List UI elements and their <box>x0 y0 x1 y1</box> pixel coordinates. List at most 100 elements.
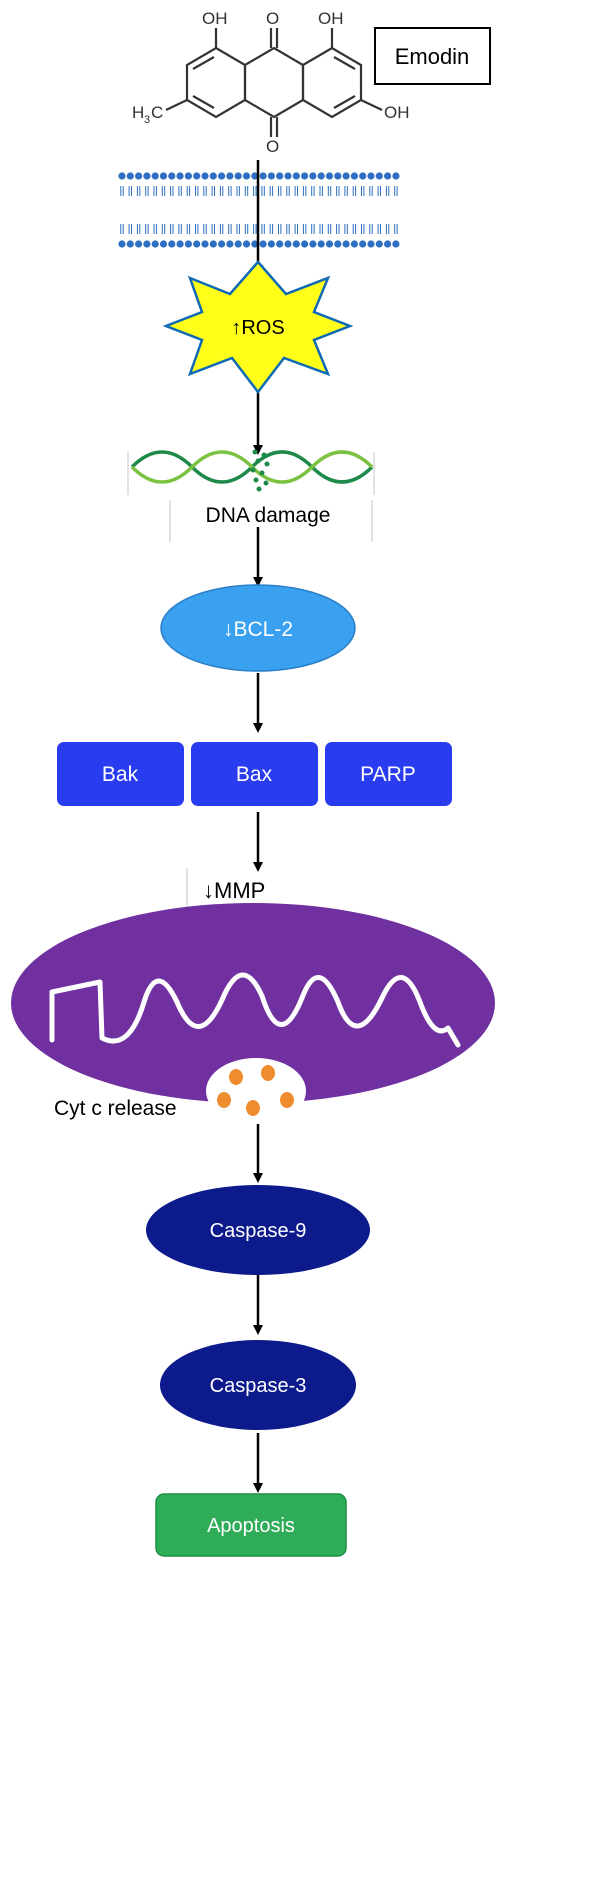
parp-label: PARP <box>360 763 416 786</box>
lipid-bilayer-membrane <box>118 172 400 248</box>
lipid-head <box>309 240 317 248</box>
lipid-tail <box>344 186 348 196</box>
lipid-head <box>375 240 383 248</box>
lipid-head <box>317 240 325 248</box>
lipid-head <box>201 240 209 248</box>
lipid-head <box>251 240 259 248</box>
lipid-head <box>342 240 350 248</box>
lipid-tail <box>294 186 298 196</box>
emodin-label-box <box>374 27 491 85</box>
lipid-tail <box>319 186 323 196</box>
lipid-head <box>284 240 292 248</box>
lipid-head <box>301 172 309 180</box>
lipid-tail <box>186 186 191 196</box>
lipid-tail <box>394 224 398 234</box>
lipid-tail <box>278 224 282 234</box>
lipid-head <box>392 240 400 248</box>
lipid-tail <box>344 224 348 234</box>
ros-label: ↑ROS <box>231 317 284 339</box>
lipid-tail <box>253 224 257 234</box>
lipid-tail <box>228 224 232 234</box>
ketone-label-bottom: O <box>266 137 279 156</box>
lipid-head <box>350 172 358 180</box>
lipid-head <box>226 172 234 180</box>
lipid-tail <box>236 186 240 196</box>
lipid-head <box>184 240 192 248</box>
lipid-tail <box>311 224 315 234</box>
lipid-head <box>284 172 292 180</box>
lipid-tail <box>211 224 215 234</box>
lipid-head <box>375 172 383 180</box>
caspase3-label: Caspase-3 <box>210 1375 307 1397</box>
lipid-tail <box>269 224 274 234</box>
lipid-tail <box>195 186 199 196</box>
lipid-tail <box>278 186 282 196</box>
lipid-tail <box>178 186 182 196</box>
oh-label-left: OH <box>202 9 228 28</box>
lipid-head <box>184 172 192 180</box>
lipid-tail <box>170 224 174 234</box>
lipid-head <box>367 172 375 180</box>
apoptosis-label: Apoptosis <box>207 1515 295 1537</box>
ros-burst <box>162 260 354 395</box>
lipid-tail <box>145 186 149 196</box>
lipid-head <box>267 240 275 248</box>
mitochondrion-cristae <box>49 972 461 1048</box>
lipid-head <box>168 240 176 248</box>
lipid-tail <box>269 186 274 196</box>
methyl-label-sub: 3 <box>144 114 150 126</box>
oh-label-ring: OH <box>384 103 410 122</box>
lipid-tail <box>195 224 199 234</box>
cytc-dots <box>217 1065 294 1116</box>
lipid-tail <box>244 186 249 196</box>
lipid-head <box>209 172 217 180</box>
lipid-tail <box>261 186 265 196</box>
lipid-head <box>251 172 259 180</box>
lipid-head <box>151 240 159 248</box>
lipid-tail <box>352 224 357 234</box>
lipid-head <box>301 240 309 248</box>
lipid-head <box>276 172 284 180</box>
lipid-tail <box>244 224 249 234</box>
methyl-label-h: H <box>132 103 144 122</box>
lipid-tail <box>186 224 191 234</box>
bak-label: Bak <box>102 763 139 786</box>
lipid-head <box>317 172 325 180</box>
bcl2-label: ↓BCL-2 <box>223 618 293 641</box>
lipid-tail <box>294 224 298 234</box>
lipid-tail <box>261 224 265 234</box>
dna-damage-panel: DNA damage <box>127 449 375 542</box>
lipid-head <box>176 172 184 180</box>
lipid-tail <box>203 224 207 234</box>
lipid-tail <box>219 224 224 234</box>
oh-label-right: OH <box>318 9 344 28</box>
lipid-head <box>292 240 300 248</box>
dna-break-dots <box>250 449 270 492</box>
lipid-head <box>159 172 168 180</box>
lipid-head <box>218 172 226 180</box>
lipid-head <box>143 172 151 180</box>
lipid-head <box>226 240 234 248</box>
lipid-head <box>359 172 367 180</box>
lipid-head <box>234 172 242 180</box>
lipid-head <box>118 172 126 180</box>
lipid-head <box>350 240 358 248</box>
lipid-tail <box>336 186 340 196</box>
lipid-tail <box>178 224 182 234</box>
lipid-tail <box>161 186 166 196</box>
lipid-tail <box>327 186 332 196</box>
lipid-head <box>234 240 242 248</box>
lipid-head <box>367 240 375 248</box>
emodin-atom-labels: OH O OH OH O H 3 C <box>132 9 410 156</box>
lipid-tail <box>170 186 174 196</box>
caspase3-node <box>160 1340 356 1430</box>
lipid-head <box>176 240 184 248</box>
lipid-head <box>159 240 168 248</box>
caspase9-node <box>146 1185 370 1275</box>
lipid-head <box>151 172 159 180</box>
lipid-head <box>209 240 217 248</box>
lipid-tail <box>161 224 166 234</box>
lipid-tail <box>377 186 381 196</box>
lipid-head <box>218 240 226 248</box>
